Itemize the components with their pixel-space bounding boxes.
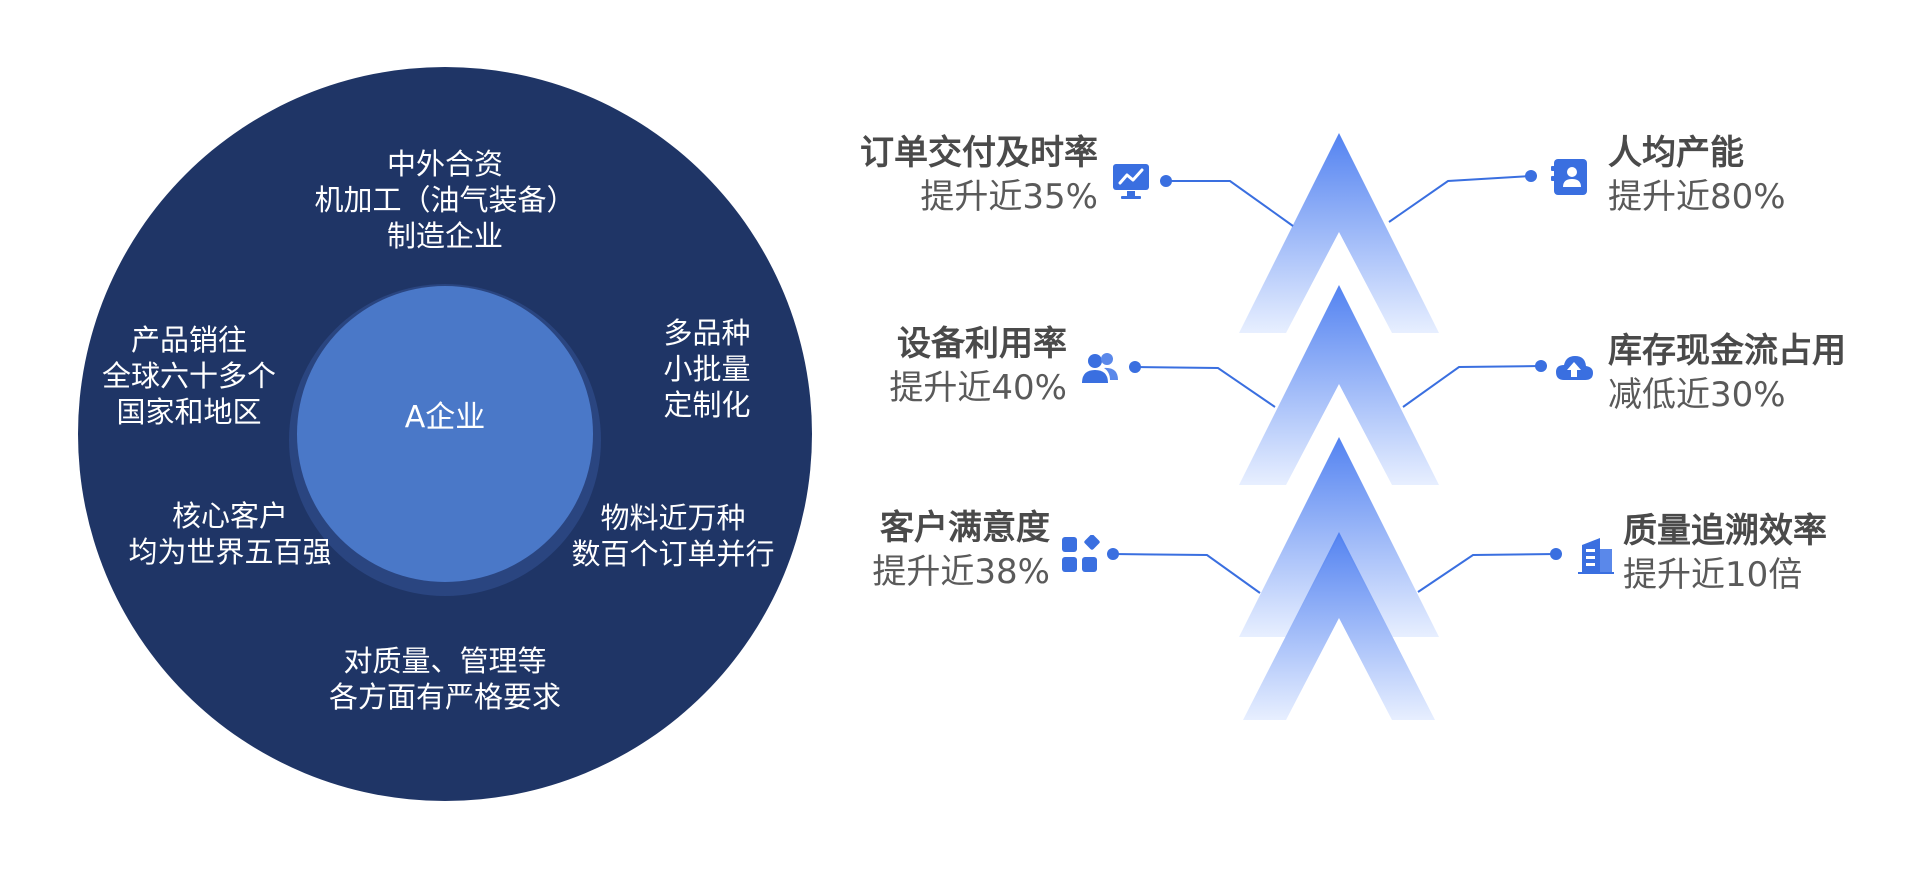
segment-lower-left-line: 核心客户 bbox=[171, 499, 289, 533]
segment-lower-right-line: 物料近万种 bbox=[600, 501, 746, 535]
metric-value: 减低近30% bbox=[1608, 375, 1786, 415]
metric-value: 提升近10倍 bbox=[1623, 555, 1803, 595]
metric-value: 提升近80% bbox=[1608, 177, 1786, 217]
connector-line bbox=[1166, 180, 1294, 227]
segment-upper-left: 产品销往 全球六十多个 国家和地区 bbox=[102, 322, 276, 430]
monitor-chart-icon bbox=[1113, 164, 1149, 199]
chevron-arrow-4 bbox=[1243, 532, 1435, 720]
metric-inventory-cash: 库存现金流占用 减低近30% bbox=[1608, 329, 1846, 417]
metric-quality-traceability: 质量追溯效率 提升近10倍 bbox=[1623, 509, 1827, 597]
segment-lower-left-line: 均为世界五百强 bbox=[128, 535, 332, 569]
metric-title: 订单交付及时率 bbox=[860, 133, 1098, 173]
users-icon bbox=[1082, 353, 1118, 383]
segment-lower-right-line: 数百个订单并行 bbox=[571, 537, 775, 571]
segment-bottom-line: 对质量、管理等 bbox=[343, 644, 547, 678]
chevron-arrow-3 bbox=[1239, 437, 1439, 637]
segment-upper-left-line: 产品销往 bbox=[130, 323, 248, 357]
segment-upper-left-line: 国家和地区 bbox=[116, 395, 262, 429]
connector-line bbox=[1402, 365, 1542, 408]
segment-lower-left: 核心客户 均为世界五百强 bbox=[128, 498, 331, 570]
segment-bottom: 对质量、管理等 各方面有严格要求 bbox=[329, 643, 561, 715]
connector-line bbox=[1388, 175, 1532, 223]
chevron-arrow-2 bbox=[1239, 285, 1439, 485]
connector-dot bbox=[1550, 548, 1562, 560]
segment-upper-left-line: 全球六十多个 bbox=[101, 359, 277, 393]
segment-top: 中外合资 机加工（油气装备） 制造企业 bbox=[314, 146, 575, 254]
metric-order-delivery: 订单交付及时率 提升近35% bbox=[860, 131, 1098, 219]
metric-equipment-utilization: 设备利用率 提升近40% bbox=[889, 322, 1067, 410]
metric-title: 质量追溯效率 bbox=[1623, 511, 1827, 551]
apps-grid-icon bbox=[1062, 535, 1100, 572]
metric-value: 提升近40% bbox=[889, 368, 1067, 408]
connector-dot bbox=[1535, 360, 1547, 372]
connector-dot bbox=[1160, 175, 1172, 187]
center-company-label: A企业 bbox=[404, 400, 486, 435]
metric-value: 提升近35% bbox=[920, 177, 1098, 217]
segment-top-line: 制造企业 bbox=[386, 219, 504, 253]
cloud-upload-icon bbox=[1556, 356, 1593, 380]
metric-per-capita-capacity: 人均产能 提升近80% bbox=[1608, 131, 1786, 219]
metric-title: 库存现金流占用 bbox=[1608, 331, 1846, 371]
inner-circle bbox=[297, 286, 593, 582]
segment-lower-right: 物料近万种 数百个订单并行 bbox=[571, 500, 774, 572]
segment-upper-right: 多品种 小批量 定制化 bbox=[663, 315, 750, 423]
metric-value: 提升近38% bbox=[872, 552, 1050, 592]
building-icon bbox=[1578, 538, 1614, 574]
metric-title: 客户满意度 bbox=[880, 508, 1050, 548]
connector-dot bbox=[1129, 361, 1141, 373]
metric-title: 设备利用率 bbox=[897, 324, 1067, 364]
segment-top-line: 中外合资 bbox=[386, 147, 504, 181]
connector-line bbox=[1417, 553, 1557, 593]
connector-dot bbox=[1107, 548, 1119, 560]
connector-line bbox=[1112, 553, 1261, 594]
segment-upper-right-line: 小批量 bbox=[663, 352, 751, 386]
segment-top-line: 机加工（油气装备） bbox=[314, 183, 576, 217]
segment-upper-right-line: 多品种 bbox=[663, 316, 751, 350]
connector-dot bbox=[1525, 170, 1537, 182]
metric-title: 人均产能 bbox=[1608, 133, 1744, 173]
metric-customer-satisfaction: 客户满意度 提升近38% bbox=[872, 506, 1050, 594]
segment-upper-right-line: 定制化 bbox=[663, 388, 751, 422]
segment-bottom-line: 各方面有严格要求 bbox=[328, 680, 562, 714]
chevron-arrow-1 bbox=[1239, 133, 1439, 333]
connector-line bbox=[1134, 366, 1276, 408]
contact-card-icon bbox=[1551, 159, 1587, 195]
